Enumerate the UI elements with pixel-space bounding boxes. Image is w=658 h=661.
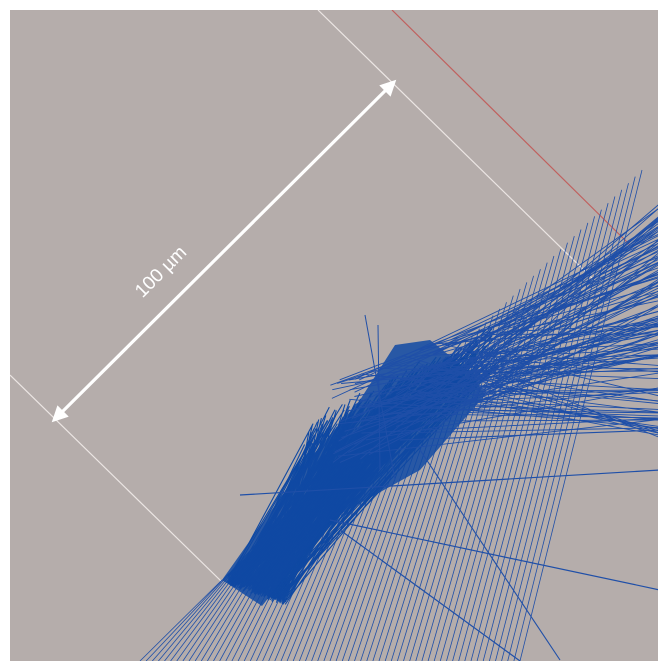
fiber-line (495, 196, 616, 661)
fiber-line (490, 306, 658, 369)
fiber-line (353, 271, 658, 419)
fiber-line (354, 234, 658, 380)
fiber-line (416, 368, 658, 382)
fiber-line (418, 329, 658, 376)
fiber-line (466, 411, 658, 419)
fiber-line (408, 389, 658, 436)
fiber-line (152, 566, 236, 661)
fiber-line (423, 274, 658, 356)
fiber-line (354, 246, 658, 393)
fiber-strays (239, 314, 658, 661)
fiber-line (454, 262, 658, 362)
fiber-line (414, 208, 658, 384)
guide-line-lower (10, 374, 223, 583)
fiber-line (358, 238, 658, 381)
fiber-line (470, 222, 589, 661)
fiber-line (418, 427, 658, 433)
fiber-line (476, 216, 595, 661)
fiber-line-stray (419, 449, 561, 661)
fiber-line (349, 333, 658, 391)
fiber-line (367, 356, 658, 408)
fiber-line (386, 291, 658, 369)
fiber-line (455, 218, 658, 403)
fiber-line (145, 573, 230, 661)
fiber-line (368, 272, 658, 420)
fiber-line (333, 294, 658, 455)
fiber-line-stray (329, 519, 658, 591)
fiber-line (339, 324, 658, 463)
fiber-line (417, 240, 658, 402)
fiber-line-stray (399, 429, 658, 441)
fiber-line (477, 348, 658, 359)
fiber-line (401, 354, 658, 401)
fiber-line (354, 264, 658, 445)
fiber-line-stray (239, 469, 658, 496)
fiber-line (467, 322, 658, 379)
fiber-line (466, 405, 658, 413)
fiber-line (361, 417, 658, 434)
fiber-line-stray (339, 529, 521, 661)
fiber-line (436, 219, 658, 391)
fiber-line (433, 326, 658, 345)
fiber-line (418, 365, 658, 402)
fiber-line (501, 189, 623, 661)
fiber-line (449, 409, 658, 414)
fiber-line (353, 259, 658, 406)
fiber-line (494, 290, 658, 380)
fiber-line (480, 296, 658, 352)
fiber-line (345, 320, 658, 413)
fiber-bundle-right (330, 204, 658, 463)
fiber-line (482, 209, 602, 661)
fiber-line (467, 334, 658, 392)
fiber-line (139, 579, 223, 661)
fiber-line (381, 221, 658, 400)
fiber-line (466, 347, 658, 405)
fiber-line (398, 397, 658, 410)
fiber-line (416, 277, 658, 351)
red-line (391, 10, 631, 246)
fiber-line (446, 285, 658, 346)
fiber-line (513, 176, 636, 661)
fiber-line (354, 317, 658, 385)
fiber-line (468, 360, 658, 438)
guide-line-upper (317, 10, 593, 279)
scale-bar-arrow (51, 79, 397, 423)
fiber-line (462, 341, 658, 384)
